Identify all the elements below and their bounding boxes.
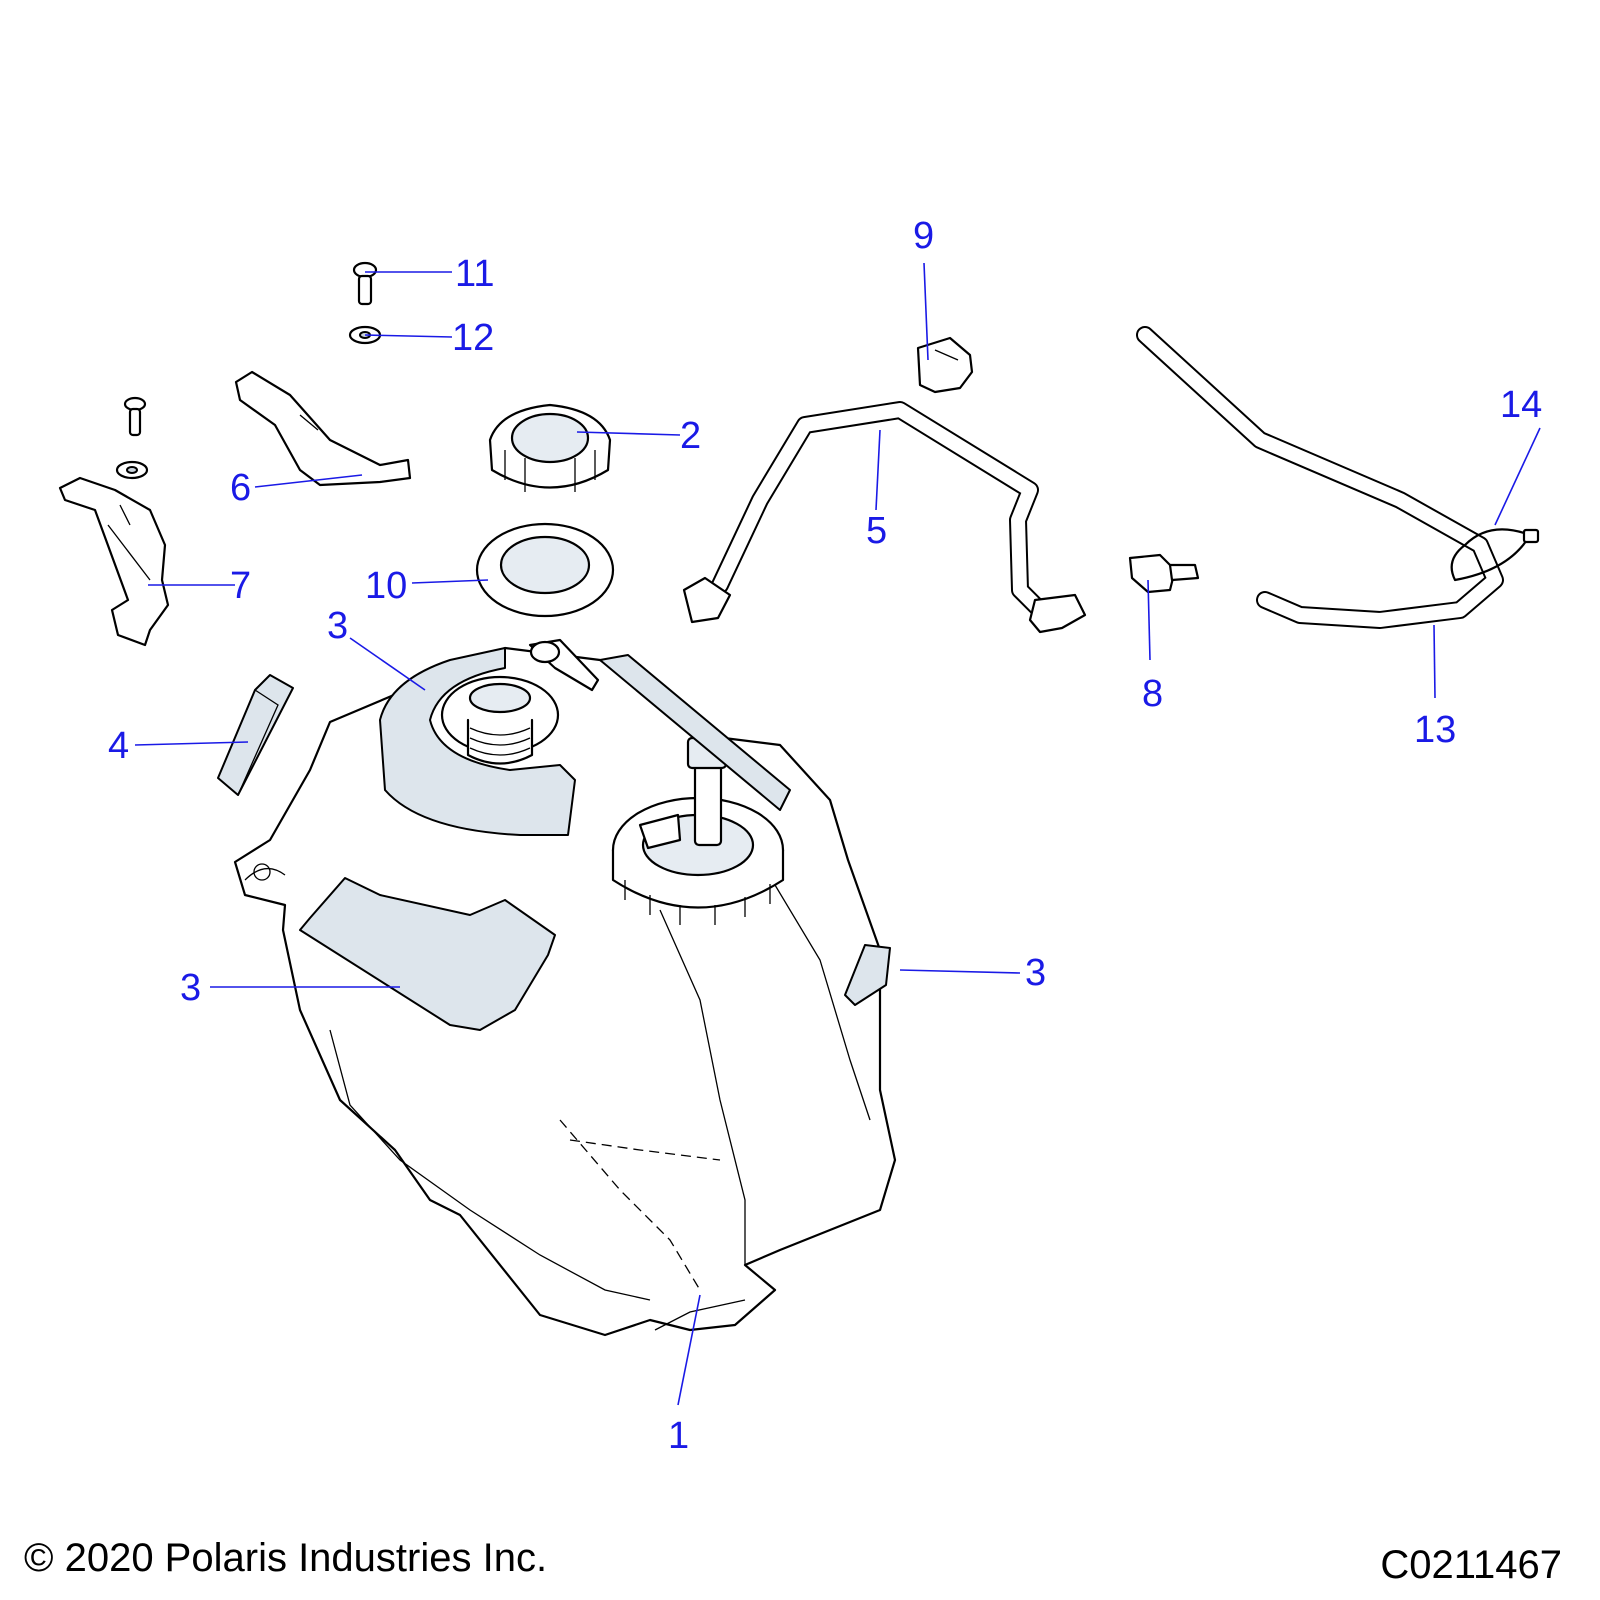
- callout-14: 14: [1500, 384, 1542, 426]
- fuel-tank: [233, 638, 897, 1337]
- callout-12: 12: [452, 317, 494, 359]
- callout-1: 1: [668, 1415, 689, 1457]
- callout-3-top: 3: [327, 605, 348, 647]
- copyright-notice: © 2020 Polaris Industries Inc.: [24, 1536, 548, 1580]
- vent-hose: [1136, 326, 1504, 629]
- connector-part-8: [1128, 553, 1200, 594]
- callout-6: 6: [230, 467, 251, 509]
- callout-11: 11: [455, 253, 494, 295]
- bracket-part-7: [58, 476, 170, 647]
- callout-labels: 1 2 3 3 3 4 5 6 7 8 9 10 11 12 13 14: [108, 215, 1542, 1457]
- drawing-number: C0211467: [1380, 1543, 1562, 1587]
- washer-for-bracket-7: [115, 460, 149, 480]
- callout-4: 4: [108, 725, 129, 767]
- callout-9: 9: [913, 215, 934, 257]
- callout-3-right: 3: [1025, 952, 1046, 994]
- bracket-part-6: [234, 370, 412, 487]
- callout-7: 7: [230, 565, 251, 607]
- callout-13: 13: [1414, 709, 1456, 751]
- callout-8: 8: [1142, 673, 1163, 715]
- bolt-for-bracket-7: [123, 396, 147, 437]
- callout-3-left: 3: [180, 967, 201, 1009]
- fuel-line: [682, 401, 1087, 634]
- tank-pads: [299, 647, 891, 1031]
- clip-part-9: [916, 336, 974, 394]
- tie-strap: [1450, 528, 1540, 582]
- filler-seal: [475, 522, 615, 618]
- callout-5: 5: [866, 510, 887, 552]
- fuel-cap: [488, 403, 612, 492]
- callout-10: 10: [365, 565, 407, 607]
- pad-part-4: [217, 674, 294, 796]
- bolt-part-11: [352, 261, 378, 306]
- leader-lines: [134, 262, 1541, 1406]
- callout-2: 2: [680, 415, 701, 457]
